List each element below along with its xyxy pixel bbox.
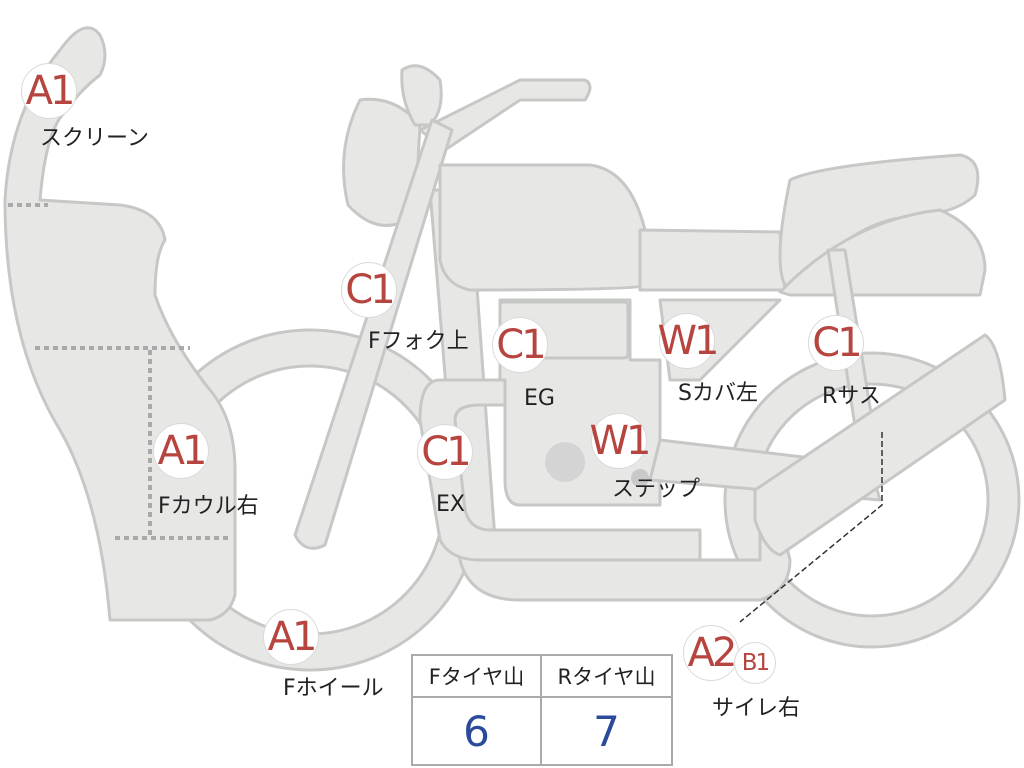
damage-code-badge: W1: [590, 413, 652, 469]
callout-label: Rサス: [822, 384, 881, 409]
callout-label: Sカバ左: [678, 381, 758, 406]
callout-label: Fホイール: [283, 676, 384, 701]
front-fork: [293, 118, 454, 550]
callout-label: スクリーン: [40, 126, 149, 151]
damage-code-badge: A1: [153, 423, 209, 479]
fuel-tank: [438, 163, 650, 292]
damage-code-badge: C1: [341, 262, 397, 318]
table-header-front-tire: Fタイヤ山: [413, 656, 542, 698]
damage-code-badge: A1: [21, 63, 77, 119]
headlight: [342, 97, 422, 227]
damage-code-badge: C1: [492, 317, 548, 373]
handlebar: [418, 78, 592, 152]
silencer: [753, 333, 1007, 557]
damage-code-badge: C1: [808, 315, 864, 371]
rear-wheel: [725, 353, 1019, 647]
tire-tread-table: Fタイヤ山 Rタイヤ山 6 7: [411, 654, 673, 766]
side-cover: [638, 228, 787, 292]
callout-label: ステップ: [612, 477, 701, 502]
callout-label: Fフォク上: [368, 329, 469, 354]
damage-code-badge: A1: [263, 609, 319, 665]
callout-label: EX: [436, 492, 465, 517]
secondary-code-badge: B1: [734, 642, 776, 684]
damage-code-badge: A2: [683, 625, 739, 681]
front-tire-tread-value: 6: [413, 698, 542, 764]
callout-label: EG: [524, 386, 555, 411]
callout-label: サイレ右: [712, 696, 801, 721]
callout-label: Fカウル右: [158, 494, 259, 519]
table-header-rear-tire: Rタイヤ山: [542, 656, 671, 698]
damage-code-badge: C1: [417, 424, 473, 480]
rear-tire-tread-value: 7: [593, 706, 620, 756]
damage-code-badge: W1: [658, 313, 720, 369]
